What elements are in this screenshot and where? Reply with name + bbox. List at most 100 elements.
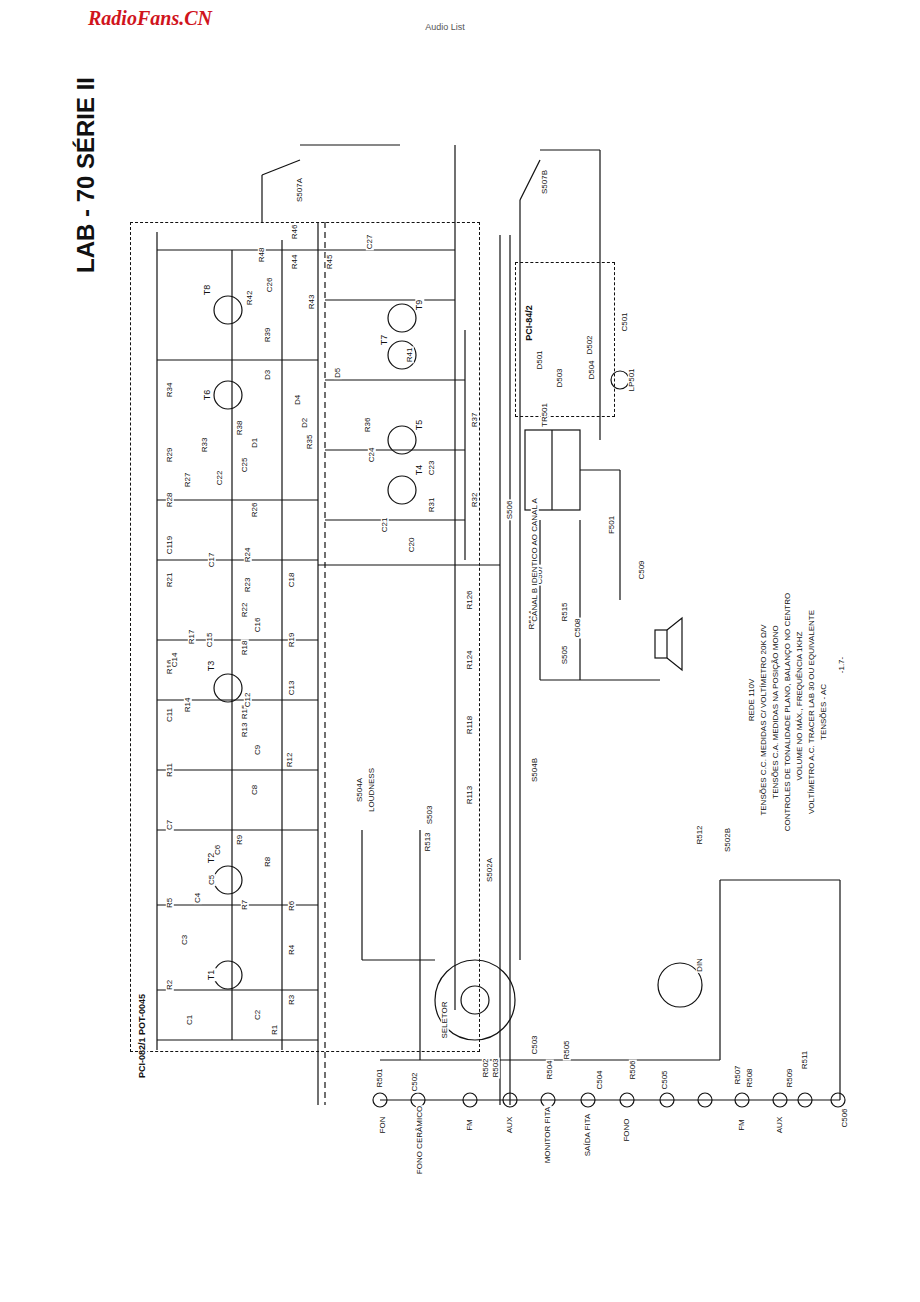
component-label: R37 <box>471 412 479 429</box>
transistor-label: T6 <box>203 389 212 402</box>
component-label: R29 <box>166 447 174 464</box>
component-label: R28 <box>166 492 174 509</box>
component-label: R4 <box>288 944 296 956</box>
component-label: R509 <box>786 1067 794 1088</box>
board-label: PCI-84/2 <box>525 304 534 342</box>
title-text: LAB - 70 SÉRIE II <box>73 76 98 274</box>
component-label: C12 <box>244 692 252 709</box>
component-label: C508 <box>574 617 582 638</box>
component-label: R515 <box>561 601 569 622</box>
component-label: S507A <box>296 177 304 203</box>
component-label: R35 <box>306 434 314 451</box>
component-label: R24 <box>244 547 252 564</box>
component-label: D2 <box>301 417 309 429</box>
component-label: S502A <box>486 857 494 883</box>
component-label: C14 <box>171 652 179 669</box>
component-label: R118 <box>466 715 474 736</box>
transistor-label: T4 <box>415 464 424 477</box>
component-label: VOLTÍMETRO A.C. TRACER LAB 30 OU EQUIVAL… <box>808 609 816 815</box>
component-label: C11 <box>166 707 174 723</box>
component-label: R2 <box>166 979 174 991</box>
component-label: FM <box>466 1118 474 1132</box>
component-label: FM <box>738 1118 746 1132</box>
component-label: TENSÕES - AC <box>820 683 828 741</box>
transistor-label: T9 <box>415 299 424 312</box>
component-label: CONTROLES DE TONALIDADE PLANO, BALANÇO N… <box>784 592 792 832</box>
component-label: R14 <box>184 697 192 714</box>
component-label: R506 <box>629 1059 637 1080</box>
component-label: D4 <box>294 394 302 406</box>
component-label: C3 <box>181 934 189 946</box>
component-label: R27 <box>184 472 192 489</box>
component-label: R3 <box>288 994 296 1006</box>
component-label: C505 <box>661 1069 669 1090</box>
component-label: S504B <box>531 757 539 783</box>
component-label: R13 <box>241 722 249 739</box>
component-label: R11 <box>166 762 174 778</box>
component-label: R124 <box>466 649 474 670</box>
component-label: C21 <box>381 517 389 534</box>
component-label: S503 <box>426 805 434 826</box>
component-label: SAÍDA FITA <box>584 1113 592 1158</box>
watermark: RadioFans.CN <box>87 8 213 29</box>
component-label: C25 <box>241 457 249 474</box>
component-label: C4 <box>194 892 202 904</box>
component-label: C502 <box>411 1071 419 1092</box>
circuit-board-outline: PCI-082/1 POT-0045 <box>130 222 480 1052</box>
component-label: R504 <box>546 1059 554 1080</box>
component-label: LOUDNESS <box>368 767 376 813</box>
component-label: S505 <box>561 645 569 666</box>
component-label: D3 <box>264 369 272 381</box>
component-label: R113 <box>466 785 474 806</box>
transistor-label: T8 <box>203 284 212 297</box>
component-label: R43 <box>308 294 316 311</box>
component-label: R511 <box>801 1050 809 1071</box>
component-label: AUX <box>506 1116 514 1134</box>
header-note: Audio List <box>424 23 466 32</box>
component-label: C501 <box>621 311 629 332</box>
component-label: R8 <box>264 856 272 868</box>
component-label: S502B <box>724 827 732 853</box>
component-label: D501 <box>536 349 544 370</box>
component-label: D502 <box>586 334 594 355</box>
component-label: C119 <box>166 535 174 556</box>
component-label: R46 <box>291 224 299 241</box>
component-label: C22 <box>216 470 224 487</box>
component-label: R31 <box>428 497 436 514</box>
component-label: C7 <box>166 819 174 831</box>
component-label: R32 <box>471 492 479 509</box>
component-label: R513 <box>424 831 432 852</box>
component-label: R39 <box>264 327 272 344</box>
component-label: C27 <box>366 234 374 251</box>
component-label: S504A <box>356 777 364 803</box>
component-label: R36 <box>364 417 372 434</box>
component-label: R45 <box>326 254 334 271</box>
component-label: C6 <box>214 844 222 856</box>
component-label: FON <box>379 1116 387 1135</box>
component-label: R5 <box>166 897 174 909</box>
component-label: MONITOR FITA <box>544 1106 552 1165</box>
component-label: LP501 <box>628 367 636 392</box>
component-label: R512 <box>696 824 704 845</box>
component-label: R42 <box>246 290 254 307</box>
component-label: R33 <box>201 437 209 454</box>
component-label: C509 <box>638 559 646 580</box>
component-label: R501 <box>376 1067 384 1088</box>
component-label: R7 <box>241 899 249 911</box>
component-label: R6 <box>288 900 296 912</box>
transistor-label: T3 <box>207 660 216 673</box>
component-label: D5 <box>334 367 342 379</box>
component-label: R507 <box>734 1064 742 1085</box>
component-label: R18 <box>241 640 249 657</box>
component-label: C506 <box>841 1107 849 1128</box>
component-label: R34 <box>166 382 174 399</box>
component-label: S506 <box>506 500 514 521</box>
component-label: REDE 110V <box>748 678 756 723</box>
component-label: -1.7- <box>838 656 846 674</box>
component-label: C18 <box>288 572 296 589</box>
component-label: S507B <box>541 169 549 195</box>
component-label: R12 <box>286 752 294 769</box>
component-label: C2 <box>254 1009 262 1021</box>
